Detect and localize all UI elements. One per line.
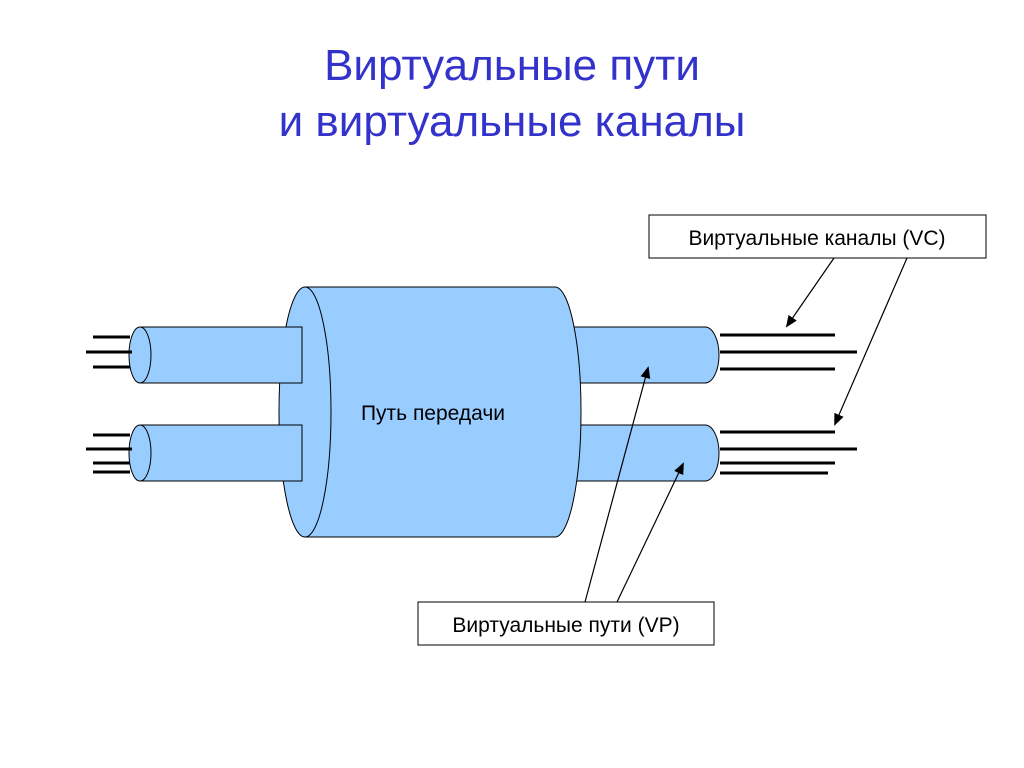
left-virtual-path-tube-bottom <box>128 424 303 482</box>
slide-title-line-1: Виртуальные пути <box>324 41 700 90</box>
vc-callout-label: Виртуальные каналы (VC) <box>688 227 945 250</box>
left-virtual-channels-bottom <box>86 433 132 474</box>
vc-arrow-top <box>785 257 835 328</box>
vc-arrow-bottom <box>834 257 908 426</box>
transmission-path-label: Путь передачи <box>361 402 505 425</box>
slide-title-line-2: и виртуальные каналы <box>278 97 746 146</box>
vc-callout: Виртуальные каналы (VC) <box>648 214 987 259</box>
left-virtual-path-tube-top <box>128 326 303 384</box>
vp-callout-label: Виртуальные пути (VP) <box>452 614 679 637</box>
right-virtual-channels-top <box>720 333 857 371</box>
vp-callout: Виртуальные пути (VP) <box>417 601 715 646</box>
vp-arrow-top <box>584 366 651 603</box>
right-virtual-channels-bottom <box>720 430 857 475</box>
slide-title: Виртуальные пути и виртуальные каналы <box>0 38 1024 150</box>
vp-arrow-bottom <box>616 462 684 603</box>
left-virtual-channels-top <box>86 335 132 369</box>
